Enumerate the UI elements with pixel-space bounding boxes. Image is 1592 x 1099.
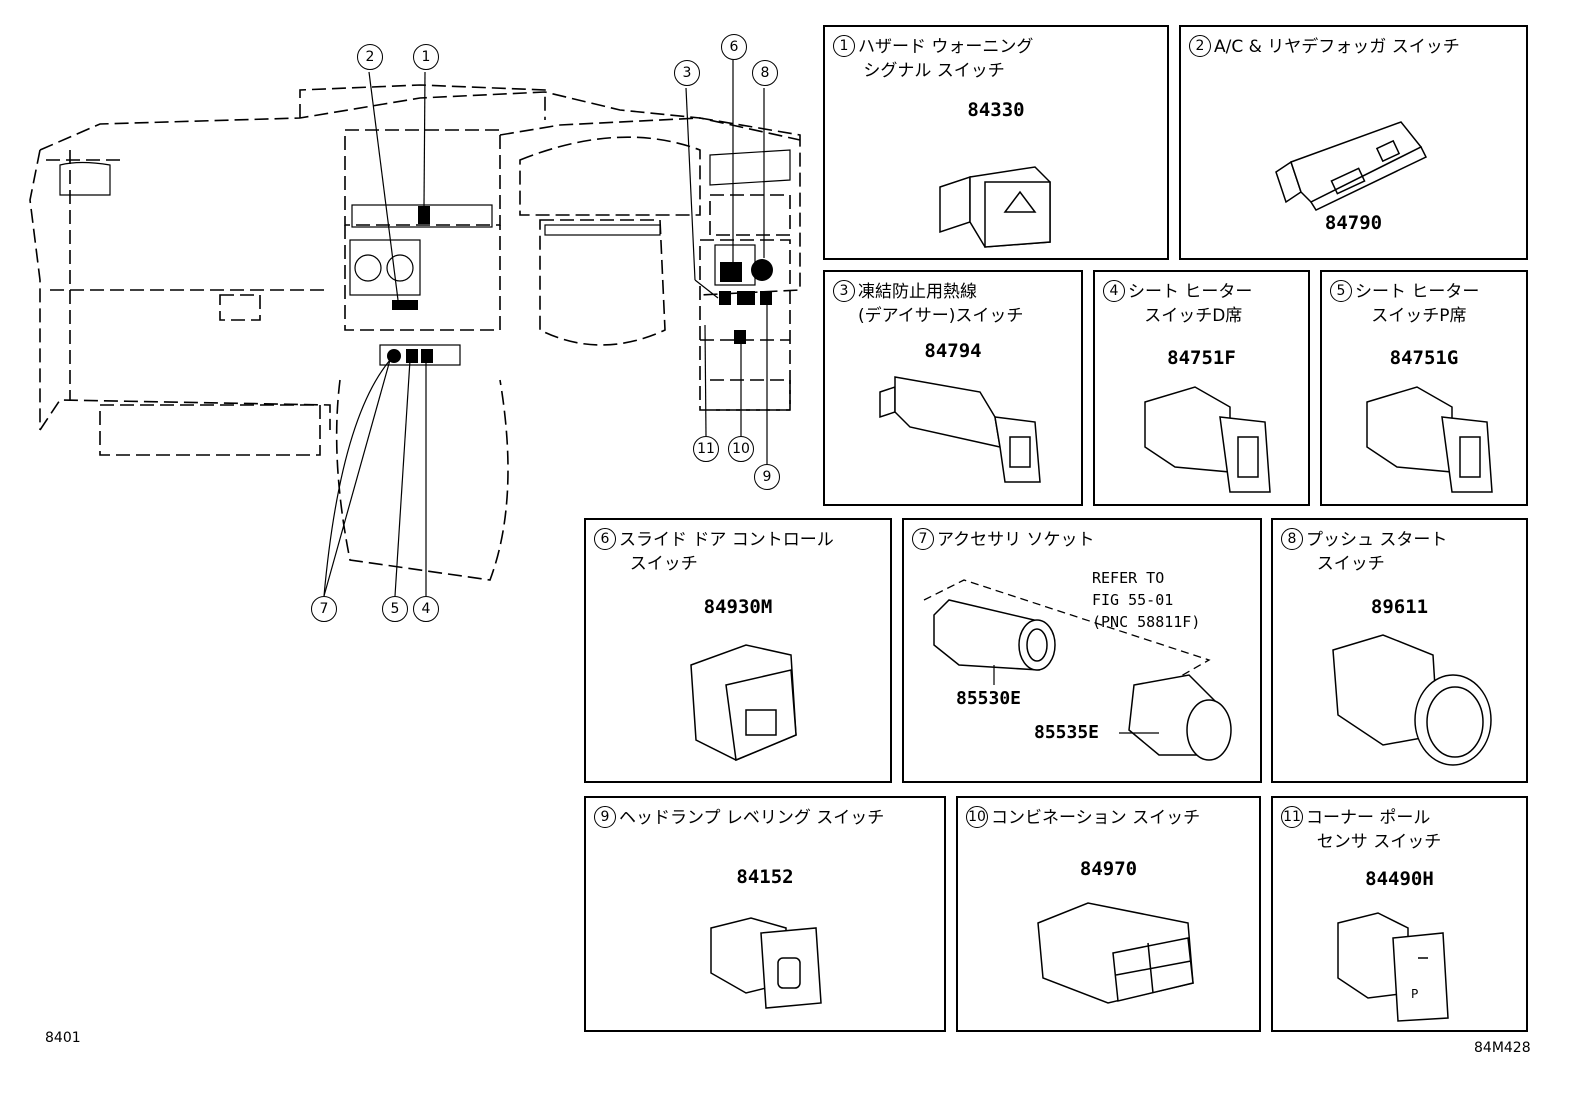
part-number: 84330 xyxy=(967,99,1025,121)
callout-9: 9 xyxy=(754,464,780,490)
box-title: プッシュ スタート スイッチ xyxy=(1306,530,1448,574)
callout-11: 11 xyxy=(693,436,719,462)
footer-right-code: 84M428 xyxy=(1474,1040,1531,1056)
callout-2: 2 xyxy=(357,44,383,70)
callout-3: 3 xyxy=(674,60,700,86)
push-start-switch-drawing xyxy=(1332,634,1492,766)
box-number: 8 xyxy=(1281,528,1303,550)
box-number: 5 xyxy=(1330,280,1352,302)
callout-1: 1 xyxy=(413,44,439,70)
part-number: 84930M xyxy=(703,596,773,618)
box-title: ハザード ウォーニング シグナル スイッチ xyxy=(858,37,1034,81)
callout-5: 5 xyxy=(382,596,408,622)
ac-defogger-switch-drawing xyxy=(1275,121,1428,211)
box-number: 4 xyxy=(1103,280,1125,302)
part-number-85530e: 85530E xyxy=(956,688,1022,709)
callout-10: 10 xyxy=(728,436,754,462)
box-title: コンビネーション スイッチ xyxy=(991,808,1201,828)
part-number: 84970 xyxy=(1079,858,1138,880)
headlamp-leveling-switch-drawing xyxy=(710,917,822,1009)
box-title: アクセサリ ソケット xyxy=(937,530,1095,550)
part-number: 84794 xyxy=(924,340,982,362)
part-number: 84751F xyxy=(1167,347,1236,369)
hazard-switch-drawing xyxy=(939,166,1051,248)
seat-heater-p-switch-drawing xyxy=(1366,386,1493,493)
part-number-85535e: 85535E xyxy=(1034,722,1100,743)
callout-6: 6 xyxy=(721,34,747,60)
box-number: 3 xyxy=(833,280,855,302)
box-number: 9 xyxy=(594,806,616,828)
combination-switch-drawing xyxy=(1037,902,1194,1004)
box-number: 10 xyxy=(966,806,988,828)
box-number: 2 xyxy=(1189,35,1211,57)
callout-7: 7 xyxy=(311,596,337,622)
box-title: シート ヒーター スイッチD席 xyxy=(1128,282,1253,326)
box-title: コーナー ポール センサ スイッチ xyxy=(1306,808,1442,852)
box-number: 11 xyxy=(1281,806,1303,828)
part-number: 84490H xyxy=(1365,868,1434,890)
deicer-switch-drawing xyxy=(879,376,1041,483)
box-number: 6 xyxy=(594,528,616,550)
box-number: 1 xyxy=(833,35,855,57)
corner-pole-sensor-switch-drawing: P xyxy=(1337,912,1449,1022)
box-title: スライド ドア コントロール スイッチ xyxy=(619,530,834,574)
box-title: シート ヒーター スイッチP席 xyxy=(1355,282,1480,326)
part-number: 84152 xyxy=(736,866,794,888)
callout-8: 8 xyxy=(752,60,778,86)
box-title: A/C & リヤデフォッガ スイッチ xyxy=(1214,37,1460,57)
dashboard-overview xyxy=(29,60,801,597)
box-number: 7 xyxy=(912,528,934,550)
box-title: 凍結防止用熱線 (デアイサー)スイッチ xyxy=(858,282,1024,326)
part-number: 89611 xyxy=(1370,596,1429,618)
slide-door-switch-drawing xyxy=(690,644,797,762)
box-title: ヘッドランプ レベリング スイッチ xyxy=(619,808,885,828)
refer-to-note: REFER TO FIG 55-01 (PNC 58811F) xyxy=(1092,569,1201,631)
part-number: 84751G xyxy=(1389,347,1459,369)
part-number: 84790 xyxy=(1324,212,1383,234)
seat-heater-d-switch-drawing xyxy=(1144,386,1271,493)
accessory-socket-drawing xyxy=(923,579,1232,761)
svg-text:P: P xyxy=(1411,987,1418,1001)
footer-left-code: 8401 xyxy=(45,1030,81,1046)
callout-4: 4 xyxy=(413,596,439,622)
